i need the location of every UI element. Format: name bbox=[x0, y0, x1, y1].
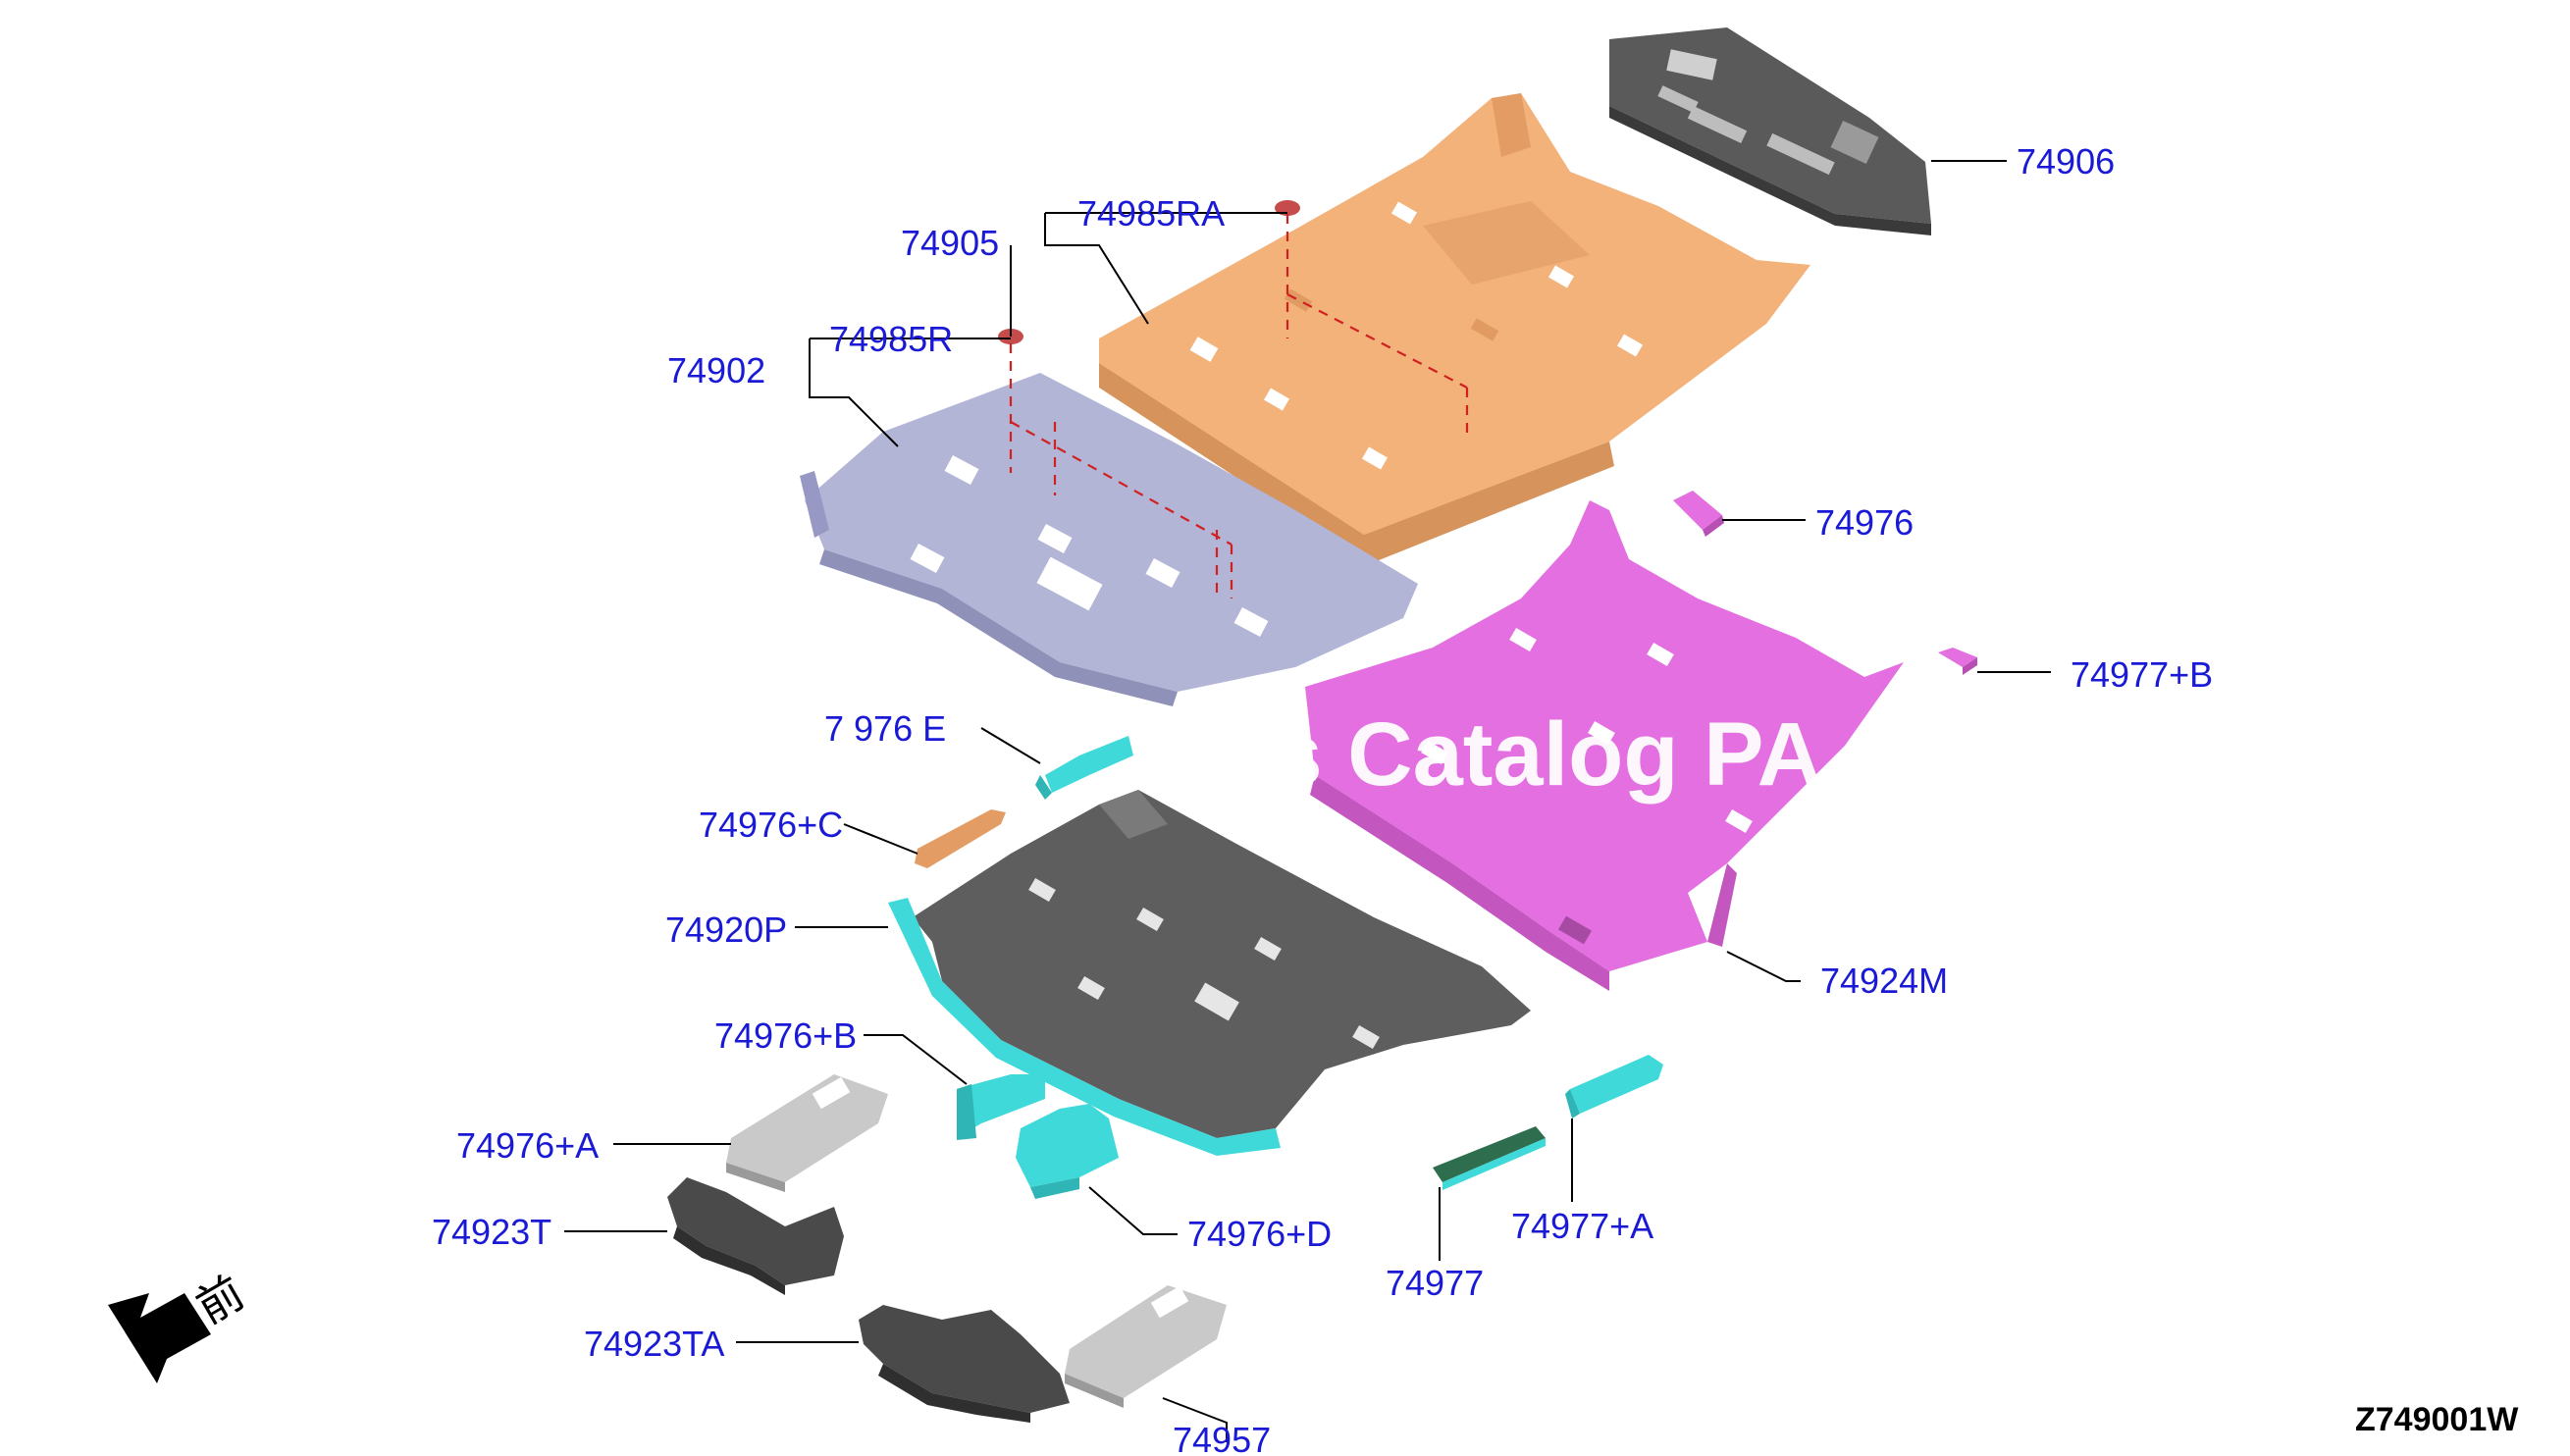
label-74923T[interactable]: 74923T bbox=[432, 1212, 551, 1252]
label-74902[interactable]: 74902 bbox=[667, 350, 765, 390]
part-74976A-gray-cover[interactable] bbox=[726, 1074, 888, 1192]
label-74923TA[interactable]: 74923TA bbox=[584, 1324, 724, 1364]
part-74923T-dark-bracket[interactable] bbox=[667, 1177, 844, 1295]
label-74976A[interactable]: 74976+A bbox=[456, 1125, 599, 1166]
label-74906[interactable]: 74906 bbox=[2017, 141, 2115, 182]
diagram-code: Z749001W bbox=[2355, 1401, 2519, 1438]
label-74985R[interactable]: 74985R bbox=[829, 319, 953, 359]
label-74924M[interactable]: 74924M bbox=[1820, 961, 1948, 1001]
label-74957[interactable]: 74957 bbox=[1173, 1420, 1271, 1456]
label-74977[interactable]: 74977 bbox=[1386, 1263, 1484, 1303]
part-74906-rear-mat[interactable] bbox=[1609, 27, 1931, 235]
label-74976C[interactable]: 74976+C bbox=[699, 805, 843, 845]
label-74905[interactable]: 74905 bbox=[901, 223, 999, 263]
label-74985RA[interactable]: 74985RA bbox=[1077, 193, 1225, 234]
part-74920P-gray-floor-mat[interactable] bbox=[888, 790, 1531, 1156]
watermark-text: rts Catalog PA bbox=[1207, 704, 1822, 805]
part-74902-insulator-violet[interactable] bbox=[800, 373, 1418, 706]
part-74924M-magenta-floor-carpet[interactable] bbox=[1305, 500, 1904, 991]
leader-lines bbox=[564, 160, 2051, 1442]
label-74976B[interactable]: 74976+B bbox=[714, 1015, 857, 1056]
part-74923TA-dark-bracket[interactable] bbox=[859, 1305, 1070, 1423]
label-74977B[interactable]: 74977+B bbox=[2071, 654, 2213, 695]
part-74977-green-strip[interactable] bbox=[1433, 1126, 1546, 1190]
fastener-dashed-lines bbox=[1009, 214, 1469, 598]
part-74976-magenta-clip[interactable] bbox=[1673, 491, 1724, 537]
label-74976E[interactable]: 7 976 E bbox=[824, 708, 946, 749]
part-74976B-cyan-bracket[interactable] bbox=[957, 1074, 1045, 1140]
part-74976E-cyan-clip[interactable] bbox=[1035, 736, 1133, 800]
part-74977B-magenta-clip[interactable] bbox=[1938, 648, 1977, 675]
part-74977A-cyan-strip[interactable] bbox=[1565, 1055, 1663, 1118]
part-74976D-cyan-bracket[interactable] bbox=[1016, 1104, 1119, 1199]
label-74977A[interactable]: 74977+A bbox=[1511, 1206, 1653, 1246]
part-74957-gray-cover[interactable] bbox=[1065, 1285, 1227, 1408]
front-direction-arrow-icon bbox=[108, 1293, 211, 1383]
part-74905-orange-floor-mat[interactable] bbox=[1099, 93, 1810, 564]
label-74976D[interactable]: 74976+D bbox=[1187, 1214, 1332, 1254]
label-74920P[interactable]: 74920P bbox=[665, 910, 787, 950]
label-74976[interactable]: 74976 bbox=[1815, 502, 1914, 543]
part-74976C-orange-clip[interactable] bbox=[915, 809, 1006, 868]
